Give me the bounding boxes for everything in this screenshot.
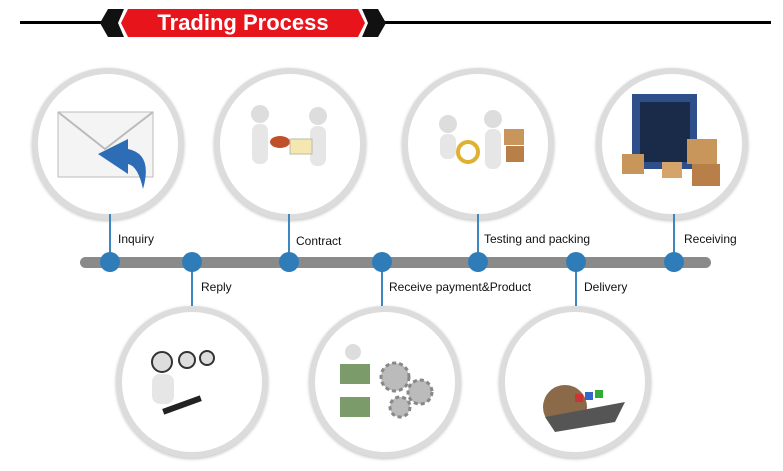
delivery-illustration <box>499 306 651 458</box>
step-label-payment: Receive payment&Product <box>389 280 532 294</box>
stem-delivery <box>575 262 577 306</box>
call-center-icon <box>151 350 215 415</box>
envelope-reply-icon <box>57 111 154 189</box>
timeline-dot <box>100 252 120 272</box>
timeline-dot <box>279 252 299 272</box>
stem-inquiry <box>109 214 111 254</box>
contract-stamp-icon <box>251 105 327 166</box>
inspection-boxes-icon <box>439 110 524 169</box>
page-title: Trading Process <box>157 10 329 35</box>
step-label-delivery: Delivery <box>584 280 628 294</box>
header-line-left <box>20 21 105 24</box>
stem-receiving <box>673 214 675 254</box>
stem-contract <box>288 214 290 254</box>
step-label-testing: Testing and packing <box>484 232 591 246</box>
receiving-illustration <box>596 68 748 220</box>
header-line-right <box>380 21 771 24</box>
contract-illustration <box>214 68 366 220</box>
container-boxes-icon <box>622 94 720 186</box>
step-label-reply: Reply <box>201 280 232 294</box>
timeline-dot <box>182 252 202 272</box>
timeline-bar <box>80 257 711 268</box>
step-label-inquiry: Inquiry <box>118 232 155 246</box>
money-gears-icon <box>340 344 434 419</box>
stem-payment <box>381 262 383 306</box>
timeline-dot <box>664 252 684 272</box>
timeline-dot <box>372 252 392 272</box>
stem-testing <box>477 214 479 254</box>
step-label-contract: Contract <box>296 234 342 248</box>
reply-illustration <box>116 306 268 458</box>
timeline-dot <box>468 252 488 272</box>
cargo-ship-globe-icon <box>543 385 625 432</box>
testing-packing-illustration <box>402 68 554 220</box>
inquiry-illustration <box>32 68 184 220</box>
stem-reply <box>191 262 193 306</box>
title-banner: Trading Process <box>100 9 386 37</box>
timeline-dot <box>566 252 586 272</box>
payment-illustration <box>309 306 461 458</box>
step-label-receiving: Receiving <box>684 232 737 246</box>
